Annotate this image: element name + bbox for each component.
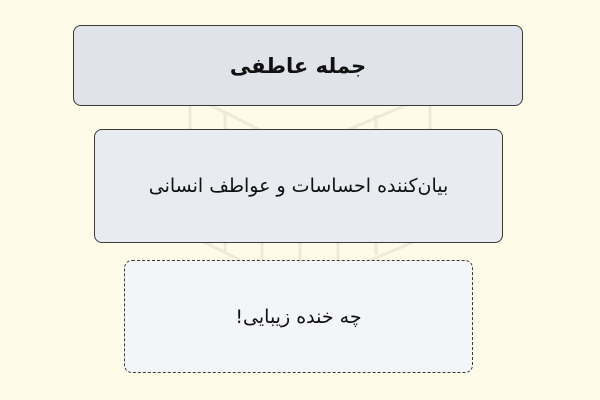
definition-text: بیان‌کننده احساسات و عواطف انسانی [148,175,449,197]
title-text: جمله عاطفی [229,53,367,78]
example-box: چه خنده زیبایی! [124,260,473,373]
title-box: جمله عاطفی [73,25,523,106]
definition-box: بیان‌کننده احساسات و عواطف انسانی [94,129,503,243]
example-text: چه خنده زیبایی! [235,305,362,328]
